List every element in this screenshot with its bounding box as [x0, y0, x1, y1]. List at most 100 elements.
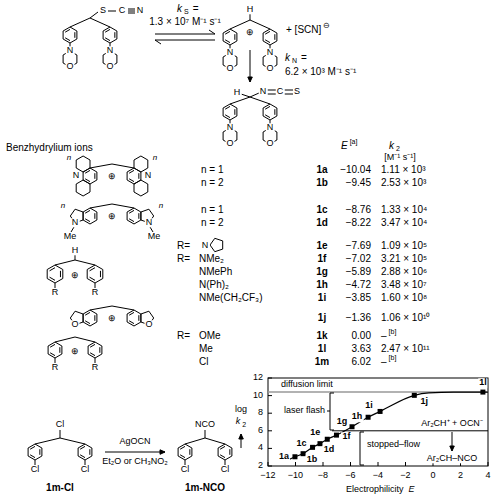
atom-label: ⊕ — [245, 28, 255, 37]
double-bond — [189, 449, 190, 455]
atom-label: N — [144, 171, 153, 180]
double-bond — [30, 446, 35, 449]
axis-title: 2 — [241, 421, 247, 428]
double-bond — [90, 268, 95, 271]
table-cell: – — [380, 357, 388, 368]
bond-line — [185, 438, 205, 444]
compound-number: 1l — [317, 344, 327, 355]
double-bond — [90, 344, 95, 347]
table-cell: 3.21 × 10⁵ — [380, 254, 428, 265]
table-header: k — [388, 141, 395, 152]
bond-line — [60, 430, 61, 438]
double-bond — [274, 109, 275, 115]
table-cell: [b] — [388, 328, 398, 335]
point-label: 1h — [351, 413, 364, 422]
reagent: AgOCN — [118, 437, 151, 446]
atom-label: O — [225, 64, 234, 73]
bond-line — [90, 204, 112, 208]
point-label: 1e — [309, 429, 321, 438]
double-bond — [65, 29, 70, 32]
bond-line — [128, 11, 135, 12]
double-bond — [59, 347, 60, 353]
double-bond — [80, 455, 85, 458]
double-bond — [129, 210, 134, 213]
double-bond — [138, 173, 139, 179]
benzene-ring — [263, 29, 277, 45]
table-header: 2 — [395, 145, 401, 152]
substituent-label: Cl — [198, 357, 209, 368]
substituent-label: NMePh — [198, 267, 233, 278]
axis-tick-label: 10 — [252, 391, 264, 400]
atom-label: S — [293, 87, 301, 96]
double-bond — [225, 115, 230, 118]
table-cell: 1.33 × 10⁴ — [380, 205, 428, 216]
compound-number: 1d — [315, 218, 329, 229]
rate-constant: k — [176, 4, 183, 15]
saturated-ring — [134, 156, 148, 172]
table-cell: −8.76 — [345, 205, 372, 216]
atom-label: N — [66, 46, 75, 55]
axis-tick-label: 6 — [257, 426, 264, 435]
table-cell: 0.00 — [351, 331, 372, 342]
double-bond — [50, 268, 55, 271]
bond-line — [75, 337, 95, 342]
bond-line — [112, 204, 134, 208]
axis-tick-label: −12 — [259, 471, 276, 480]
table-cell: 6.02 — [351, 357, 372, 368]
bond-line — [55, 337, 75, 342]
double-bond — [129, 179, 134, 182]
data-point — [378, 409, 383, 414]
axis-tick-label: 0 — [429, 471, 436, 480]
atom-label: Me — [63, 232, 78, 241]
plot-frame — [268, 378, 488, 466]
double-bond — [225, 31, 230, 34]
point-label: 1f — [341, 432, 351, 441]
double-bond — [114, 32, 115, 38]
point-label: 1c — [296, 440, 308, 449]
benzene-ring — [28, 444, 42, 460]
double-bond — [229, 449, 230, 455]
bond-line — [35, 438, 60, 444]
double-bond — [234, 34, 235, 40]
axis-tick — [268, 378, 272, 379]
double-bond — [129, 321, 134, 324]
table-cell: 1.60 × 10⁸ — [380, 293, 428, 304]
atom-label: R — [51, 288, 60, 297]
data-point — [310, 445, 315, 450]
atom-label: Cl — [55, 420, 66, 429]
axis-tick — [405, 462, 406, 466]
atom-label: ⊕ — [70, 347, 80, 356]
bond-line — [71, 227, 74, 232]
bond-line — [85, 460, 86, 465]
compound-number: 1e — [315, 241, 328, 252]
benzene-ring — [47, 265, 63, 283]
atom-label: N — [226, 123, 235, 132]
table-cell: – — [380, 331, 388, 342]
atom-label: O — [265, 64, 274, 73]
bond-line — [90, 18, 110, 27]
arrow-head — [239, 434, 244, 439]
bond-line — [128, 13, 135, 14]
chart-annotation: diffusion limit — [280, 380, 334, 389]
substituent-label: Me — [198, 344, 214, 355]
saturated-ring — [76, 180, 90, 196]
fit-curve — [289, 392, 488, 460]
table-cell: −5.89 — [345, 267, 372, 278]
substituent-label: R= — [176, 331, 191, 342]
bond-line — [284, 90, 293, 91]
bond-line — [108, 11, 116, 12]
bond-line — [55, 260, 75, 265]
bond-line — [250, 97, 270, 104]
equilibrium-arrow — [155, 40, 215, 41]
table-cell: −10.04 — [339, 165, 372, 176]
bond-line — [55, 283, 56, 288]
atom-label: R — [51, 363, 60, 372]
double-bond — [129, 219, 134, 222]
point-label: 1a — [278, 452, 290, 461]
axis-tick — [268, 413, 272, 414]
double-bond — [138, 213, 139, 219]
benzene-ring — [48, 342, 62, 358]
bond-line — [112, 164, 134, 168]
compound-number: 1g — [315, 267, 329, 278]
compound-number: 1b — [315, 178, 329, 189]
